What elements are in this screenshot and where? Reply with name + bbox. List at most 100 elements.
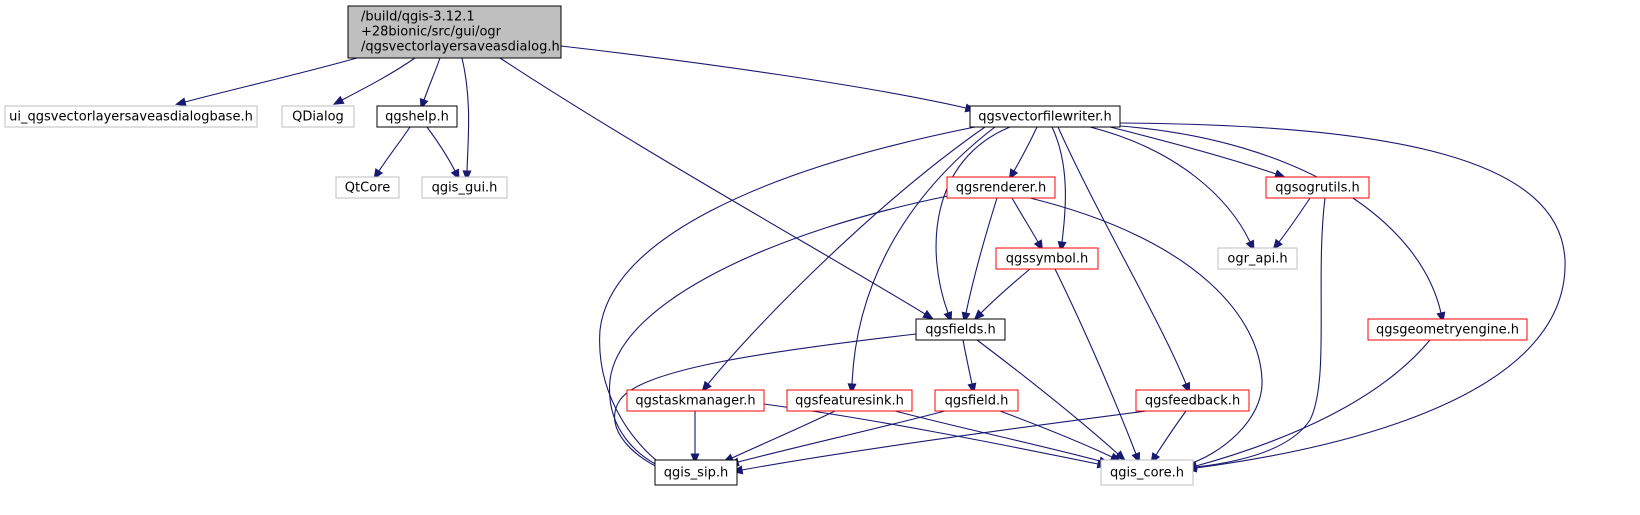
- edge-symbol-to-fields: [973, 268, 1031, 321]
- edge-line: [1155, 410, 1187, 456]
- node-qgis_sip[interactable]: qgis_sip.h: [654, 459, 738, 486]
- node-ogrutils-label: qgsogrutils.h: [1275, 181, 1360, 196]
- edge-symbol-to-qgis_core: [1054, 268, 1141, 464]
- edge-ogrutils-to-qgis_core: [1185, 197, 1326, 472]
- edge-ogrutils-to-ogr_api: [1272, 197, 1311, 251]
- edge-arrowhead: [175, 97, 187, 107]
- node-qdialog-label: QDialog: [292, 110, 344, 125]
- edge-line: [461, 57, 470, 172]
- edge-line: [1195, 197, 1326, 468]
- node-qgis_core[interactable]: qgis_core.h: [1100, 459, 1194, 486]
- edge-line: [1109, 126, 1277, 175]
- node-qdialog[interactable]: QDialog: [281, 105, 355, 128]
- node-symbol[interactable]: qgssymbol.h: [995, 247, 1099, 270]
- node-feedback-label: qgsfeedback.h: [1145, 394, 1240, 409]
- node-qgshelp[interactable]: qgshelp.h: [376, 105, 458, 128]
- edge-arrowhead: [973, 309, 985, 321]
- edge-writer-to-ogr_api: [1089, 126, 1255, 252]
- root-title-line-1: /build/qgis-3.12.1: [361, 10, 475, 25]
- edge-line: [599, 126, 976, 467]
- edge-line: [378, 126, 411, 172]
- edge-line: [707, 126, 986, 385]
- edge-arrowhead: [922, 309, 934, 320]
- edge-root-to-qdialog: [332, 57, 416, 105]
- node-qgshelp-label: qgshelp.h: [385, 110, 449, 125]
- edge-fields-to-field: [962, 339, 977, 395]
- edge-writer-to-symbol: [1051, 126, 1067, 253]
- edge-line: [731, 410, 836, 459]
- edge-arrowhead: [701, 380, 712, 392]
- edge-line: [894, 410, 1101, 462]
- node-writer-label: qgsvectorfilewriter.h: [978, 110, 1112, 125]
- edge-arrowhead: [1033, 239, 1044, 251]
- node-qtcore[interactable]: QtCore: [335, 176, 400, 199]
- node-renderer-label: qgsrenderer.h: [956, 181, 1046, 196]
- edge-line: [962, 339, 973, 385]
- edge-line: [935, 126, 1011, 314]
- edge-root-to-ui_base: [175, 57, 358, 107]
- edge-writer-to-taskmgr: [701, 126, 986, 392]
- edge-taskmgr-to-qgis_sip: [690, 411, 700, 465]
- edge-arrowhead: [332, 95, 345, 105]
- edge-line: [980, 268, 1031, 314]
- edge-line: [1119, 125, 1442, 314]
- edge-arrowhead: [462, 170, 472, 182]
- node-ogrutils[interactable]: qgsogrutils.h: [1265, 176, 1370, 199]
- edge-featsink-to-qgis_sip: [722, 410, 836, 463]
- edge-arrowhead: [1272, 238, 1283, 251]
- edge-feedback-to-qgis_core: [1150, 410, 1187, 464]
- edge-line: [341, 57, 416, 101]
- node-featsink-label: qgsfeaturesink.h: [795, 394, 904, 409]
- edge-field-to-qgis_sip: [728, 410, 946, 467]
- edge-writer-to-qgis_sip: [599, 126, 976, 472]
- edge-line: [1054, 268, 1137, 455]
- edge-arrowhead: [373, 168, 384, 180]
- root-title-line-2: +28bionic/src/gui/ogr: [361, 25, 502, 40]
- edge-root-to-writer: [560, 45, 977, 113]
- node-qgis_sip-label: qgis_sip.h: [664, 466, 728, 481]
- edge-line: [1057, 126, 1187, 385]
- node-root[interactable]: /build/qgis-3.12.1 +28bionic/src/gui/ogr…: [347, 5, 562, 59]
- node-field[interactable]: qgsfield.h: [934, 389, 1019, 412]
- node-fields-label: qgsfields.h: [925, 323, 995, 338]
- edge-line: [1011, 197, 1039, 243]
- edge-writer-to-fields: [935, 126, 1011, 323]
- edge-renderer-to-qgis_core: [1029, 197, 1263, 470]
- edge-line: [976, 339, 1119, 455]
- node-ui_base[interactable]: ui_qgsvectorlayersaveasdialogbase.h: [4, 105, 258, 128]
- edge-arrowhead: [1057, 240, 1067, 253]
- nodes-layer: /build/qgis-3.12.1 +28bionic/src/gui/ogr…: [4, 5, 1528, 486]
- node-ogr_api[interactable]: ogr_api.h: [1217, 247, 1298, 270]
- edge-line: [999, 410, 1113, 458]
- edge-line: [1051, 126, 1066, 243]
- edge-line: [965, 197, 998, 314]
- edge-line: [851, 126, 996, 385]
- node-feedback[interactable]: qgsfeedback.h: [1135, 389, 1250, 412]
- node-geomengine[interactable]: qgsgeometryengine.h: [1367, 318, 1528, 341]
- node-featsink[interactable]: qgsfeaturesink.h: [786, 389, 913, 412]
- edge-line: [1089, 126, 1251, 243]
- node-qtcore-label: QtCore: [345, 181, 390, 196]
- edge-feedback-to-qgis_sip: [731, 410, 1147, 475]
- edge-arrowhead: [847, 383, 857, 395]
- edge-writer-to-qgis_core: [1119, 122, 1566, 473]
- edge-line: [423, 57, 441, 101]
- edge-root-to-qgshelp: [419, 57, 441, 110]
- node-writer[interactable]: qgsvectorfilewriter.h: [969, 105, 1121, 128]
- node-taskmgr[interactable]: qgstaskmanager.h: [626, 389, 765, 412]
- node-qgis_core-label: qgis_core.h: [1110, 466, 1184, 481]
- node-qgis_gui[interactable]: qgis_gui.h: [421, 176, 508, 199]
- edge-qgshelp-to-qgis_gui: [426, 126, 460, 181]
- edge-line: [1119, 122, 1566, 469]
- edge-fields-to-qgis_core: [976, 339, 1126, 461]
- edge-line: [737, 410, 946, 463]
- edge-root-to-fields: [499, 57, 934, 320]
- edge-line: [1278, 197, 1311, 243]
- edge-writer-to-featsink: [847, 126, 996, 395]
- node-fields[interactable]: qgsfields.h: [915, 318, 1006, 341]
- node-renderer[interactable]: qgsrenderer.h: [946, 176, 1056, 199]
- edge-line: [499, 57, 926, 315]
- edge-renderer-to-qgis_sip: [609, 195, 949, 472]
- node-symbol-label: qgssymbol.h: [1006, 252, 1089, 267]
